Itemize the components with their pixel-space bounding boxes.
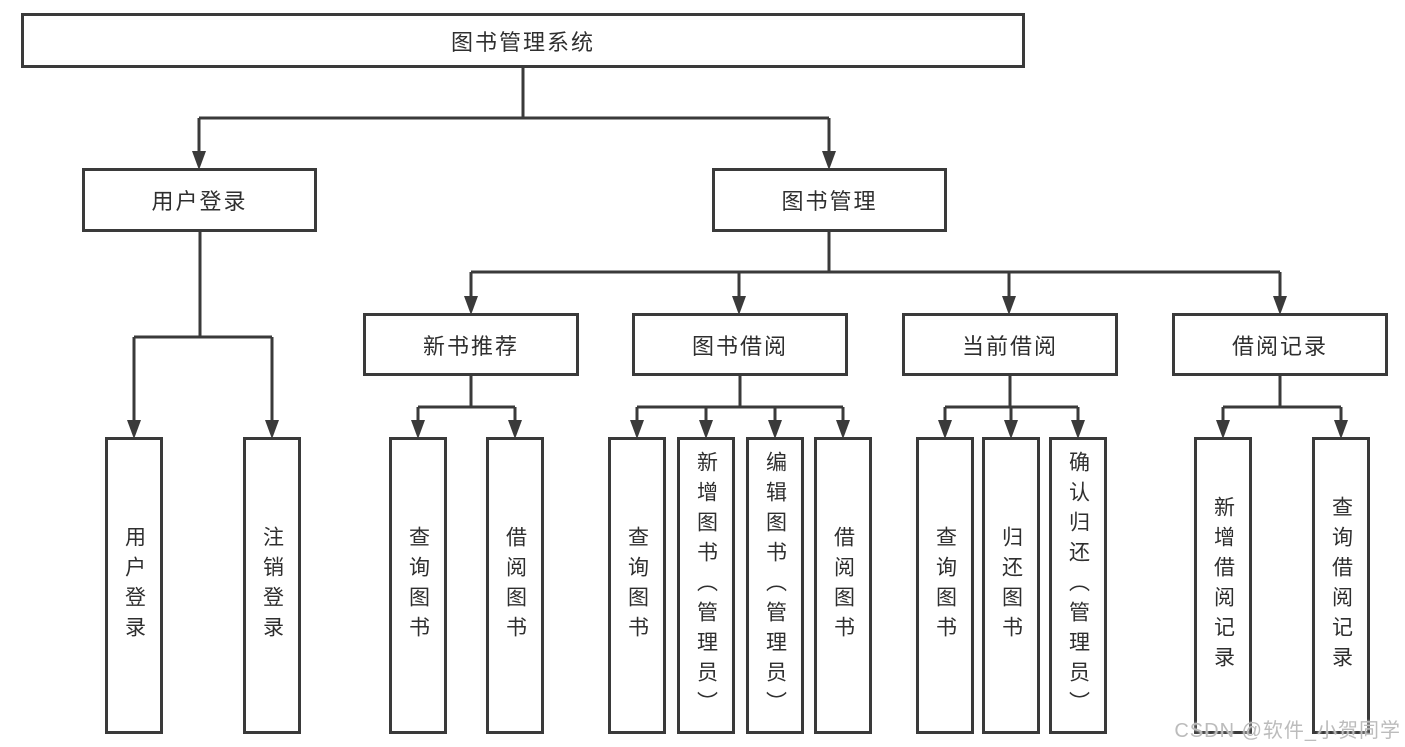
node-leaf-borrow-book-2: 借阅图书 (814, 437, 872, 734)
node-label: 用户登录 (151, 189, 248, 214)
node-group-current-borrow: 当前借阅 (902, 313, 1118, 376)
node-label: 新书推荐 (422, 333, 519, 359)
node-leaf-query-borrow-record: 查询借阅记录 (1312, 437, 1370, 734)
node-leaf-add-borrow-record: 新增借阅记录 (1194, 437, 1252, 734)
node-leaf-confirm-return-admin: 确认归还（管理员） (1049, 437, 1107, 734)
node-leaf-logout: 注销登录 (243, 437, 301, 734)
node-leaf-return-book: 归还图书 (982, 437, 1040, 734)
node-leaf-query-book-3: 查询图书 (916, 437, 974, 734)
node-label: 查询图书 (625, 525, 649, 646)
node-label: 查询图书 (933, 525, 957, 646)
node-group-new-book-recommend: 新书推荐 (363, 313, 579, 376)
node-branch-book-management: 图书管理 (712, 168, 947, 232)
node-label: 用户登录 (122, 525, 146, 646)
node-label: 借阅记录 (1231, 333, 1328, 359)
node-label: 确认归还（管理员） (1066, 450, 1090, 721)
node-group-borrow-records: 借阅记录 (1172, 313, 1388, 376)
node-label: 借阅图书 (503, 525, 527, 646)
node-leaf-add-book-admin: 新增图书（管理员） (677, 437, 735, 734)
node-branch-user-login: 用户登录 (82, 168, 317, 232)
node-group-book-borrow: 图书借阅 (632, 313, 848, 376)
node-leaf-user-login: 用户登录 (105, 437, 163, 734)
node-label: 查询借阅记录 (1329, 495, 1353, 676)
node-label: 编辑图书（管理员） (763, 450, 787, 721)
csdn-watermark: CSDN @软件_小贺同学 (1174, 720, 1401, 742)
node-label: 图书管理系统 (450, 29, 595, 55)
node-label: 图书管理 (781, 189, 878, 214)
node-label: 归还图书 (999, 525, 1023, 646)
node-leaf-borrow-book-1: 借阅图书 (486, 437, 544, 734)
node-label: 借阅图书 (831, 525, 855, 646)
node-label: 注销登录 (260, 525, 284, 646)
node-label: 当前借阅 (961, 333, 1058, 359)
node-label: 图书借阅 (691, 333, 788, 359)
node-leaf-edit-book-admin: 编辑图书（管理员） (746, 437, 804, 734)
node-root-library-system: 图书管理系统 (21, 13, 1025, 68)
node-leaf-query-book-2: 查询图书 (608, 437, 666, 734)
node-label: 新增图书（管理员） (694, 450, 718, 721)
node-label: 新增借阅记录 (1211, 495, 1235, 676)
node-leaf-query-book-1: 查询图书 (389, 437, 447, 734)
node-label: 查询图书 (406, 525, 430, 646)
